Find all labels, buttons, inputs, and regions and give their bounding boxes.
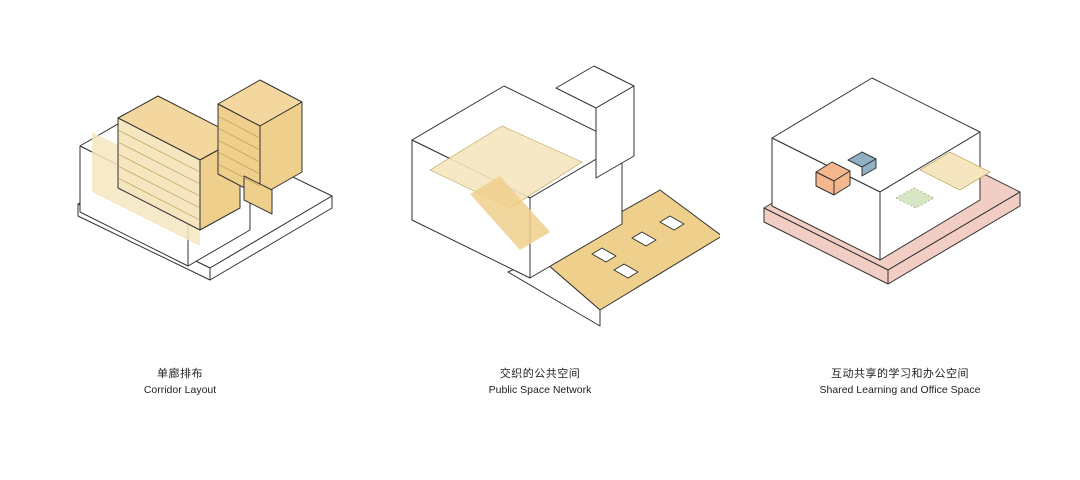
yellow-shared-strip [919,151,991,191]
caption-title-zh: 单廊排布 [157,367,203,380]
caption-title-en: Corridor Layout [143,384,217,396]
blue-volume-right [861,158,877,177]
green-shared-patch [895,187,935,209]
yellow-slab-left [117,117,201,231]
pink-base-right [887,191,1021,285]
corridor-layout-axonometric [77,79,333,281]
orange-volume-right [833,170,851,196]
yellow-bar [243,175,273,215]
shared-learning-axonometric [763,77,1021,285]
tower-right [595,85,635,179]
diagram-panel-corridor-layout: 单廊排布 Corridor Layout [0,0,360,480]
floor-stripes [117,115,261,221]
caption-title-zh: 交织的公共空间 [499,367,581,380]
caption-public-space-network: 交织的公共空间 Public Space Network [360,366,720,398]
diagram-panel-public-space-network: 交织的公共空间 Public Space Network [360,0,720,480]
diagram-panel-shared-learning: 互动共享的学习和办公空间 Shared Learning and Office … [720,0,1080,480]
caption-title-en: Public Space Network [488,384,592,396]
caption-corridor-layout: 单廊排布 Corridor Layout [0,366,360,398]
public-space-axonometric [411,65,720,327]
caption-title-en: Shared Learning and Office Space [819,384,981,396]
ground-openings [591,215,685,279]
yellow-ramp [470,176,550,250]
caption-title-zh: 互动共享的学习和办公空间 [831,367,969,380]
white-block-right [529,143,623,279]
base-plate-right-face [209,195,333,281]
caption-shared-learning: 互动共享的学习和办公空间 Shared Learning and Office … [720,366,1080,398]
